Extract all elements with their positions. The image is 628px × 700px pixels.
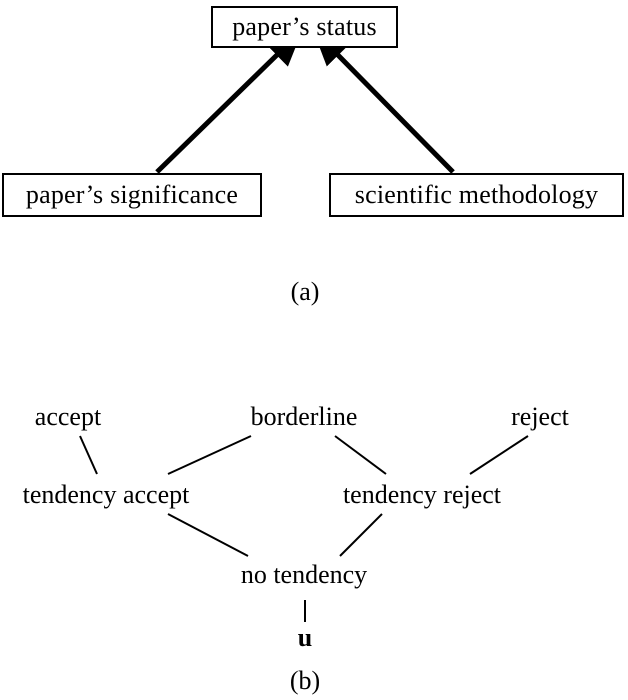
lattice-node-accept[interactable]: accept	[34, 402, 102, 431]
lattice-node-tendency-accept[interactable]: tendency accept	[22, 480, 190, 509]
edge-methodology-to-status	[312, 29, 455, 174]
edge-significance-to-status	[155, 30, 303, 174]
node-label-scientific-methodology: scientific methodology	[354, 180, 599, 209]
node-box-papers-significance[interactable]: paper’s significance	[2, 173, 262, 217]
edge-borderline-to-tendency-accept	[167, 435, 252, 475]
lattice-node-no-tendency[interactable]: no tendency	[240, 560, 368, 589]
lattice-node-tendency-reject[interactable]: tendency reject	[342, 480, 502, 509]
node-label-papers-status: paper’s status	[232, 12, 377, 41]
node-box-scientific-methodology[interactable]: scientific methodology	[329, 173, 624, 217]
panel-caption-b: (b)	[289, 666, 321, 695]
lattice-node-bottom-element[interactable]: u	[297, 623, 313, 652]
node-box-papers-status[interactable]: paper’s status	[211, 6, 398, 48]
edge-tendency-accept-to-no-tendency	[167, 513, 249, 557]
node-label-papers-significance: paper’s significance	[25, 180, 239, 209]
edge-borderline-to-tendency-reject	[334, 435, 387, 475]
lattice-node-reject[interactable]: reject	[511, 402, 569, 431]
lattice-node-borderline[interactable]: borderline	[250, 402, 358, 431]
panel-caption-a: (a)	[290, 277, 320, 306]
edge-tendency-reject-to-no-tendency	[339, 513, 383, 557]
edge-accept-to-tendency-accept	[79, 435, 98, 475]
edge-reject-to-tendency-reject	[469, 435, 529, 475]
